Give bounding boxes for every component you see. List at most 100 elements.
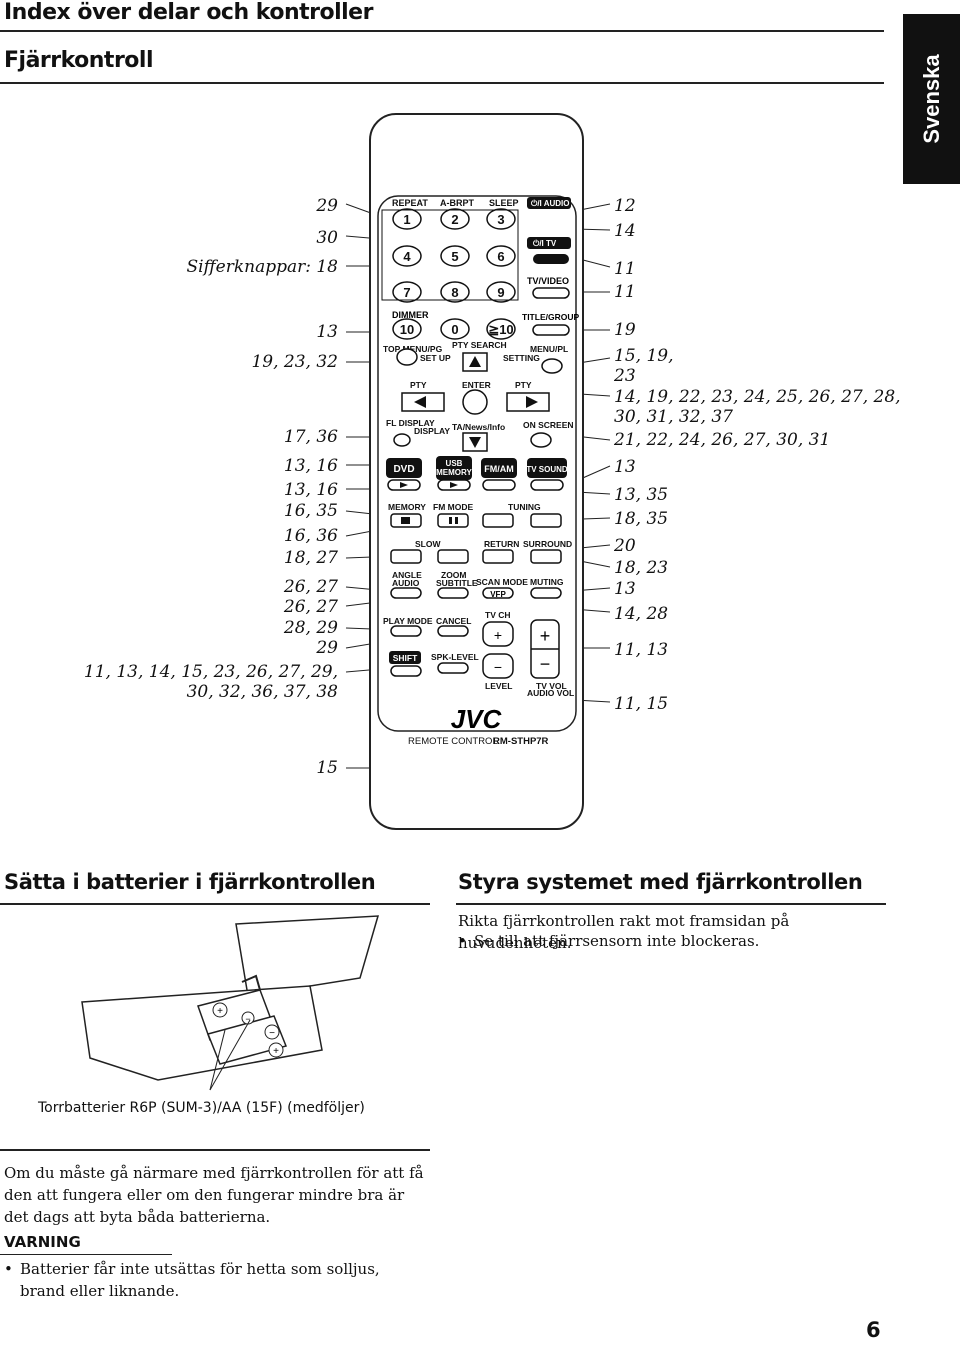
callout-right: 23 <box>614 366 636 386</box>
digit-10: 10 <box>400 322 414 337</box>
callout-left: 13, 16 <box>283 456 338 476</box>
digit-plus10: ≧10 <box>488 322 513 337</box>
operating-bullet-dot: • <box>458 932 467 950</box>
model-number: RM-STHP7R <box>493 736 549 747</box>
callout-left: 16, 35 <box>283 501 338 521</box>
surround-label: SURROUND <box>523 539 572 549</box>
operating-heading: Styra systemet med fjärrkontrollen <box>458 870 863 894</box>
operating-rule <box>456 903 886 905</box>
abrpt-label: A-BRPT <box>440 198 474 208</box>
callout-right: 30, 31, 32, 37 <box>614 407 733 427</box>
svg-text:+: + <box>273 1046 279 1057</box>
callout-left: Sifferknappar: 18 <box>186 257 339 277</box>
tv-power-label: ⏻/I TV <box>533 239 557 248</box>
callout-right: 11 <box>614 259 636 279</box>
fldisplay-label: FL DISPLAY <box>386 418 435 428</box>
spklevel-label: SPK-LEVEL <box>431 652 479 662</box>
callout-left: 29 <box>316 638 338 658</box>
battery-caption: Torrbatterier R6P (SUM-3)/AA (15F) (medf… <box>38 1100 365 1116</box>
vfp-label: VFP <box>490 590 506 599</box>
digit-9: 9 <box>497 285 504 300</box>
digit-3: 3 <box>497 212 504 227</box>
callout-left: 30, 32, 36, 37, 38 <box>186 682 338 702</box>
callout-right: 15, 19, <box>614 346 674 366</box>
callout-left: 29 <box>316 196 338 216</box>
tvsound-label: TV SOUND <box>526 465 568 474</box>
callout-right: 20 <box>614 536 636 556</box>
digit-1: 1 <box>403 212 410 227</box>
callout-left: 28, 29 <box>283 618 338 638</box>
svg-text:−: − <box>269 1028 275 1039</box>
callout-right: 11, 13 <box>614 640 669 660</box>
note-rule <box>0 1149 430 1151</box>
svg-text:−: − <box>494 659 502 675</box>
digit-2: 2 <box>451 212 458 227</box>
sleep-label: SLEEP <box>489 198 519 208</box>
dvd-label: DVD <box>393 464 414 475</box>
callout-right: 14, 19, 22, 23, 24, 25, 26, 27, 28, <box>614 387 901 407</box>
display-label: DISPLAY <box>414 426 450 436</box>
dimmer-label: DIMMER <box>392 310 429 320</box>
level-label: LEVEL <box>485 681 512 691</box>
callout-right: 14, 28 <box>614 604 669 624</box>
playmode-label: PLAY MODE <box>383 616 433 626</box>
callout-left: 26, 27 <box>283 577 338 597</box>
svg-text:−: − <box>245 1014 250 1024</box>
callout-right: 11 <box>614 282 636 302</box>
callout-right: 13, 35 <box>614 485 669 505</box>
callout-left: 30 <box>316 228 338 248</box>
warning-bullet-dot: • <box>4 1260 13 1278</box>
digit-0: 0 <box>451 322 458 337</box>
menupl-label: MENU/PL <box>530 344 568 354</box>
memory-label: MEMORY <box>388 502 426 512</box>
language-tab: Svenska <box>903 14 960 184</box>
callout-right: 13 <box>614 579 636 599</box>
scanmode-label: SCAN MODE <box>476 577 528 587</box>
callout-left: 13, 16 <box>283 480 338 500</box>
model-prefix: REMOTE CONTROL <box>408 736 498 747</box>
tvvideo-label: TV/VIDEO <box>527 276 569 286</box>
callout-left: 13 <box>316 322 338 342</box>
title-rule <box>0 30 884 32</box>
zoom-label: ZOOM <box>441 570 467 580</box>
usb-label: USB <box>446 459 463 468</box>
onscreen-label: ON SCREEN <box>523 420 574 430</box>
remote-control-diagram: REPEAT A-BRPT SLEEP ⏻/I AUDIO ⏻/I TV 1 2… <box>345 113 611 830</box>
digit-7: 7 <box>403 285 410 300</box>
angle-label: ANGLE <box>392 570 422 580</box>
tanews-label: TA/News/Info <box>452 422 505 432</box>
warning-item: Batterier får inte utsättas för hetta so… <box>20 1260 380 1300</box>
subtitle-rule <box>0 82 884 84</box>
topmenu-label: TOP MENU/PG <box>383 344 443 354</box>
audiovol-label: AUDIO VOL <box>527 688 574 698</box>
callout-right: 12 <box>614 196 636 216</box>
callout-left: 15 <box>316 758 338 778</box>
digit-8: 8 <box>451 285 458 300</box>
batteries-heading: Sätta i batterier i fjärrkontrollen <box>4 870 376 894</box>
audio-angle-label: AUDIO <box>392 578 420 588</box>
tvvol-label: TV VOL <box>536 681 567 691</box>
digit-6: 6 <box>497 249 504 264</box>
callout-left: 18, 27 <box>283 548 338 568</box>
ptysearch-label: PTY SEARCH <box>452 340 507 350</box>
callout-right: 21, 22, 24, 26, 27, 30, 31 <box>614 430 831 450</box>
callout-left: 17, 36 <box>283 427 338 447</box>
operating-bullet: Se till att fjärrsensorn inte blockeras. <box>474 932 760 950</box>
callout-right: 11, 15 <box>614 694 669 714</box>
subtitle-label: SUBTITLE <box>436 578 478 588</box>
svg-text:+: + <box>540 626 551 646</box>
section-title-remote: Fjärrkontroll <box>4 48 154 73</box>
cancel-label: CANCEL <box>436 616 471 626</box>
svg-text:+: + <box>217 1006 223 1017</box>
callout-right: 18, 23 <box>614 558 669 578</box>
memory-top-label: MEMORY <box>436 468 472 477</box>
repeat-label: REPEAT <box>392 198 428 208</box>
enter-label: ENTER <box>462 380 491 390</box>
battery-note: Om du måste gå närmare med fjärrkontroll… <box>4 1164 424 1226</box>
fmam-label: FM/AM <box>484 464 514 474</box>
pty-plus-label: PTY <box>515 380 532 390</box>
callout-right: 19 <box>614 320 636 340</box>
operating-text: Rikta fjärrkontrollen rakt mot framsidan… <box>458 912 790 952</box>
brand-logo: JVC <box>451 704 503 734</box>
callout-right: 18, 35 <box>614 509 669 529</box>
